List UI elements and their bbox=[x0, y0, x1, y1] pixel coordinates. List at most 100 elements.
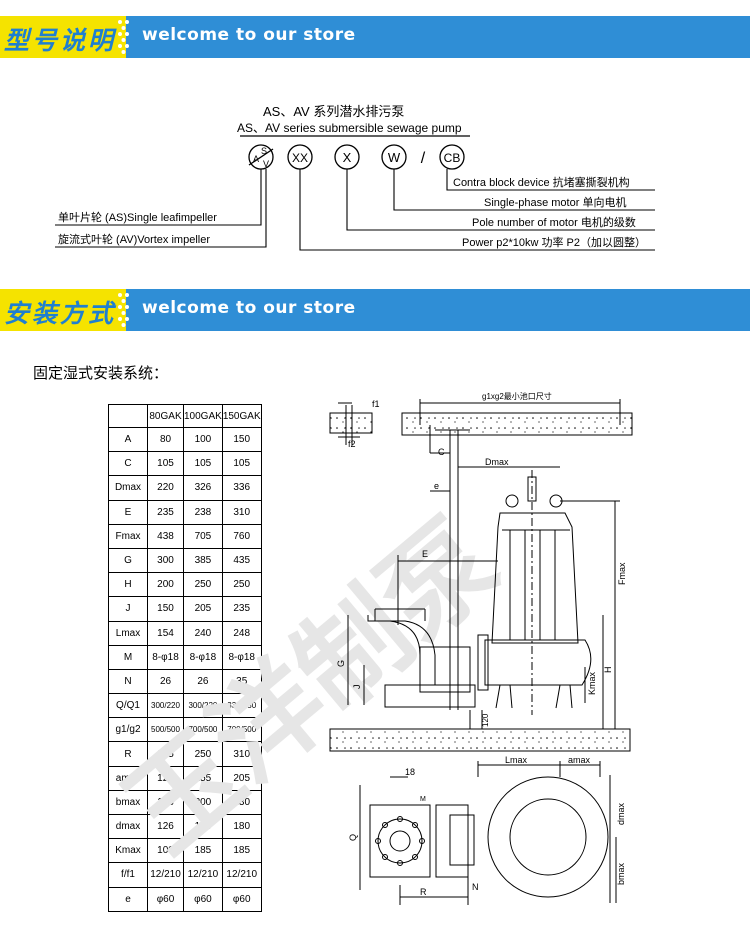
table-value-cell: 12/210 bbox=[147, 862, 184, 888]
label-r: R bbox=[420, 887, 427, 897]
label-power: Power p2*10kw 功率 P2（加以圆整） bbox=[462, 235, 646, 249]
table-value-cell: 8-φ18 bbox=[147, 644, 184, 670]
table-value-cell: 250 bbox=[183, 572, 223, 598]
table-value-cell: φ60 bbox=[183, 886, 223, 912]
label-pit-size: g1xg2最小池口尺寸 bbox=[482, 391, 552, 401]
table-header-cell bbox=[108, 404, 148, 428]
label-m: M bbox=[420, 796, 426, 803]
installation-drawing: f1 f2 g1xg2最小池口尺寸 C Dmax e E G J Fmax H … bbox=[329, 391, 633, 905]
table-param-cell: bmax bbox=[108, 789, 148, 816]
table-param-cell: dmax bbox=[108, 813, 148, 840]
table-value-cell: 126 bbox=[147, 789, 184, 816]
table-value-cell: 100 bbox=[183, 426, 223, 453]
label-dmax-plan: dmax bbox=[616, 802, 626, 825]
code-slash: / bbox=[421, 150, 426, 167]
table-value-cell: 154 bbox=[147, 620, 184, 646]
label-single-leaf: 单叶片轮 (AS)Single leafimpeller bbox=[58, 210, 217, 224]
table-value-cell: 200 bbox=[183, 789, 223, 816]
table-value-cell: 185 bbox=[183, 838, 223, 864]
table-value-cell: 205 bbox=[221, 765, 262, 791]
banner-title-cn: 安装方式 bbox=[4, 299, 117, 328]
table-param-cell: e bbox=[108, 886, 148, 912]
table-param-cell: M bbox=[108, 644, 148, 670]
table-value-cell: 300/220 bbox=[183, 693, 223, 719]
label-contra-block: Contra block device 抗堵塞撕裂机构 bbox=[453, 175, 630, 189]
banner-title-cn: 型号说明 bbox=[4, 26, 117, 55]
table-param-cell: N bbox=[108, 668, 148, 695]
label-g: G bbox=[336, 660, 346, 667]
code-cb: CB bbox=[444, 151, 461, 165]
table-param-cell: E bbox=[108, 499, 148, 525]
table-value-cell: 26 bbox=[147, 668, 184, 695]
label-e-small: e bbox=[434, 481, 439, 491]
code-v: V bbox=[263, 159, 269, 169]
table-param-cell: g1/g2 bbox=[108, 717, 148, 743]
code-xx: XX bbox=[292, 151, 308, 165]
table-value-cell: 238 bbox=[183, 499, 223, 525]
table-value-cell: 760 bbox=[221, 523, 262, 549]
code-s: S bbox=[261, 146, 267, 156]
table-value-cell: 200 bbox=[147, 572, 184, 598]
label-pole-number: Pole number of motor 电机的级数 bbox=[472, 215, 636, 229]
label-lmax: Lmax bbox=[505, 755, 528, 765]
banner-title-en: welcome to our store bbox=[142, 298, 356, 318]
table-value-cell: 205 bbox=[183, 596, 223, 622]
table-value-cell: 126 bbox=[147, 765, 184, 791]
label-e-big: E bbox=[422, 549, 428, 559]
table-value-cell: 705 bbox=[183, 523, 223, 549]
label-f2: f2 bbox=[348, 439, 356, 449]
code-x: X bbox=[343, 150, 352, 165]
table-value-cell: 385 bbox=[183, 547, 223, 574]
label-n: N bbox=[472, 882, 479, 892]
model-code-diagram: AS、AV 系列潜水排污泵 AS、AV series submersible s… bbox=[55, 104, 655, 251]
label-j: J bbox=[352, 685, 362, 690]
label-single-phase: Single-phase motor 单向电机 bbox=[484, 195, 626, 209]
table-value-cell: 326 bbox=[183, 475, 223, 501]
label-h: H bbox=[603, 667, 613, 674]
table-value-cell: 8-φ18 bbox=[183, 644, 223, 670]
table-value-cell: 235 bbox=[221, 596, 262, 622]
table-value-cell: 255 bbox=[147, 741, 184, 767]
banner-label-bg bbox=[0, 289, 126, 331]
table-value-cell: 310 bbox=[221, 499, 262, 525]
banner-title-en: welcome to our store bbox=[142, 25, 356, 45]
table-param-cell: H bbox=[108, 572, 148, 598]
label-amax: amax bbox=[568, 755, 591, 765]
code-w: W bbox=[388, 150, 401, 165]
table-param-cell: C bbox=[108, 451, 148, 477]
table-param-cell: Dmax bbox=[108, 475, 148, 501]
table-value-cell: 8-φ18 bbox=[221, 644, 262, 670]
table-value-cell: 310 bbox=[221, 741, 262, 767]
table-value-cell: 185 bbox=[221, 838, 262, 864]
table-value-cell: 220 bbox=[147, 475, 184, 501]
label-c: C bbox=[438, 447, 445, 457]
table-value-cell: 435 bbox=[221, 547, 262, 574]
table-header-row: 80GAK 100GAK 150GAK bbox=[108, 404, 262, 428]
table-value-cell: 155 bbox=[183, 813, 223, 840]
dots-divider-icon bbox=[118, 293, 129, 327]
table-param-cell: amax bbox=[108, 765, 148, 791]
table-value-cell: 105 bbox=[221, 451, 262, 477]
table-param-cell: Lmax bbox=[108, 620, 148, 646]
table-value-cell: 26 bbox=[183, 668, 223, 695]
table-value-cell: 126 bbox=[147, 813, 184, 840]
label-fmax: Fmax bbox=[617, 562, 627, 585]
label-bmax: bmax bbox=[616, 862, 626, 885]
table-value-cell: 250 bbox=[221, 572, 262, 598]
table-value-cell: 300 bbox=[147, 547, 184, 574]
table-value-cell: 35 bbox=[221, 668, 262, 695]
label-vortex: 旋流式叶轮 (AV)Vortex impeller bbox=[58, 232, 210, 246]
table-param-cell: R bbox=[108, 741, 148, 767]
